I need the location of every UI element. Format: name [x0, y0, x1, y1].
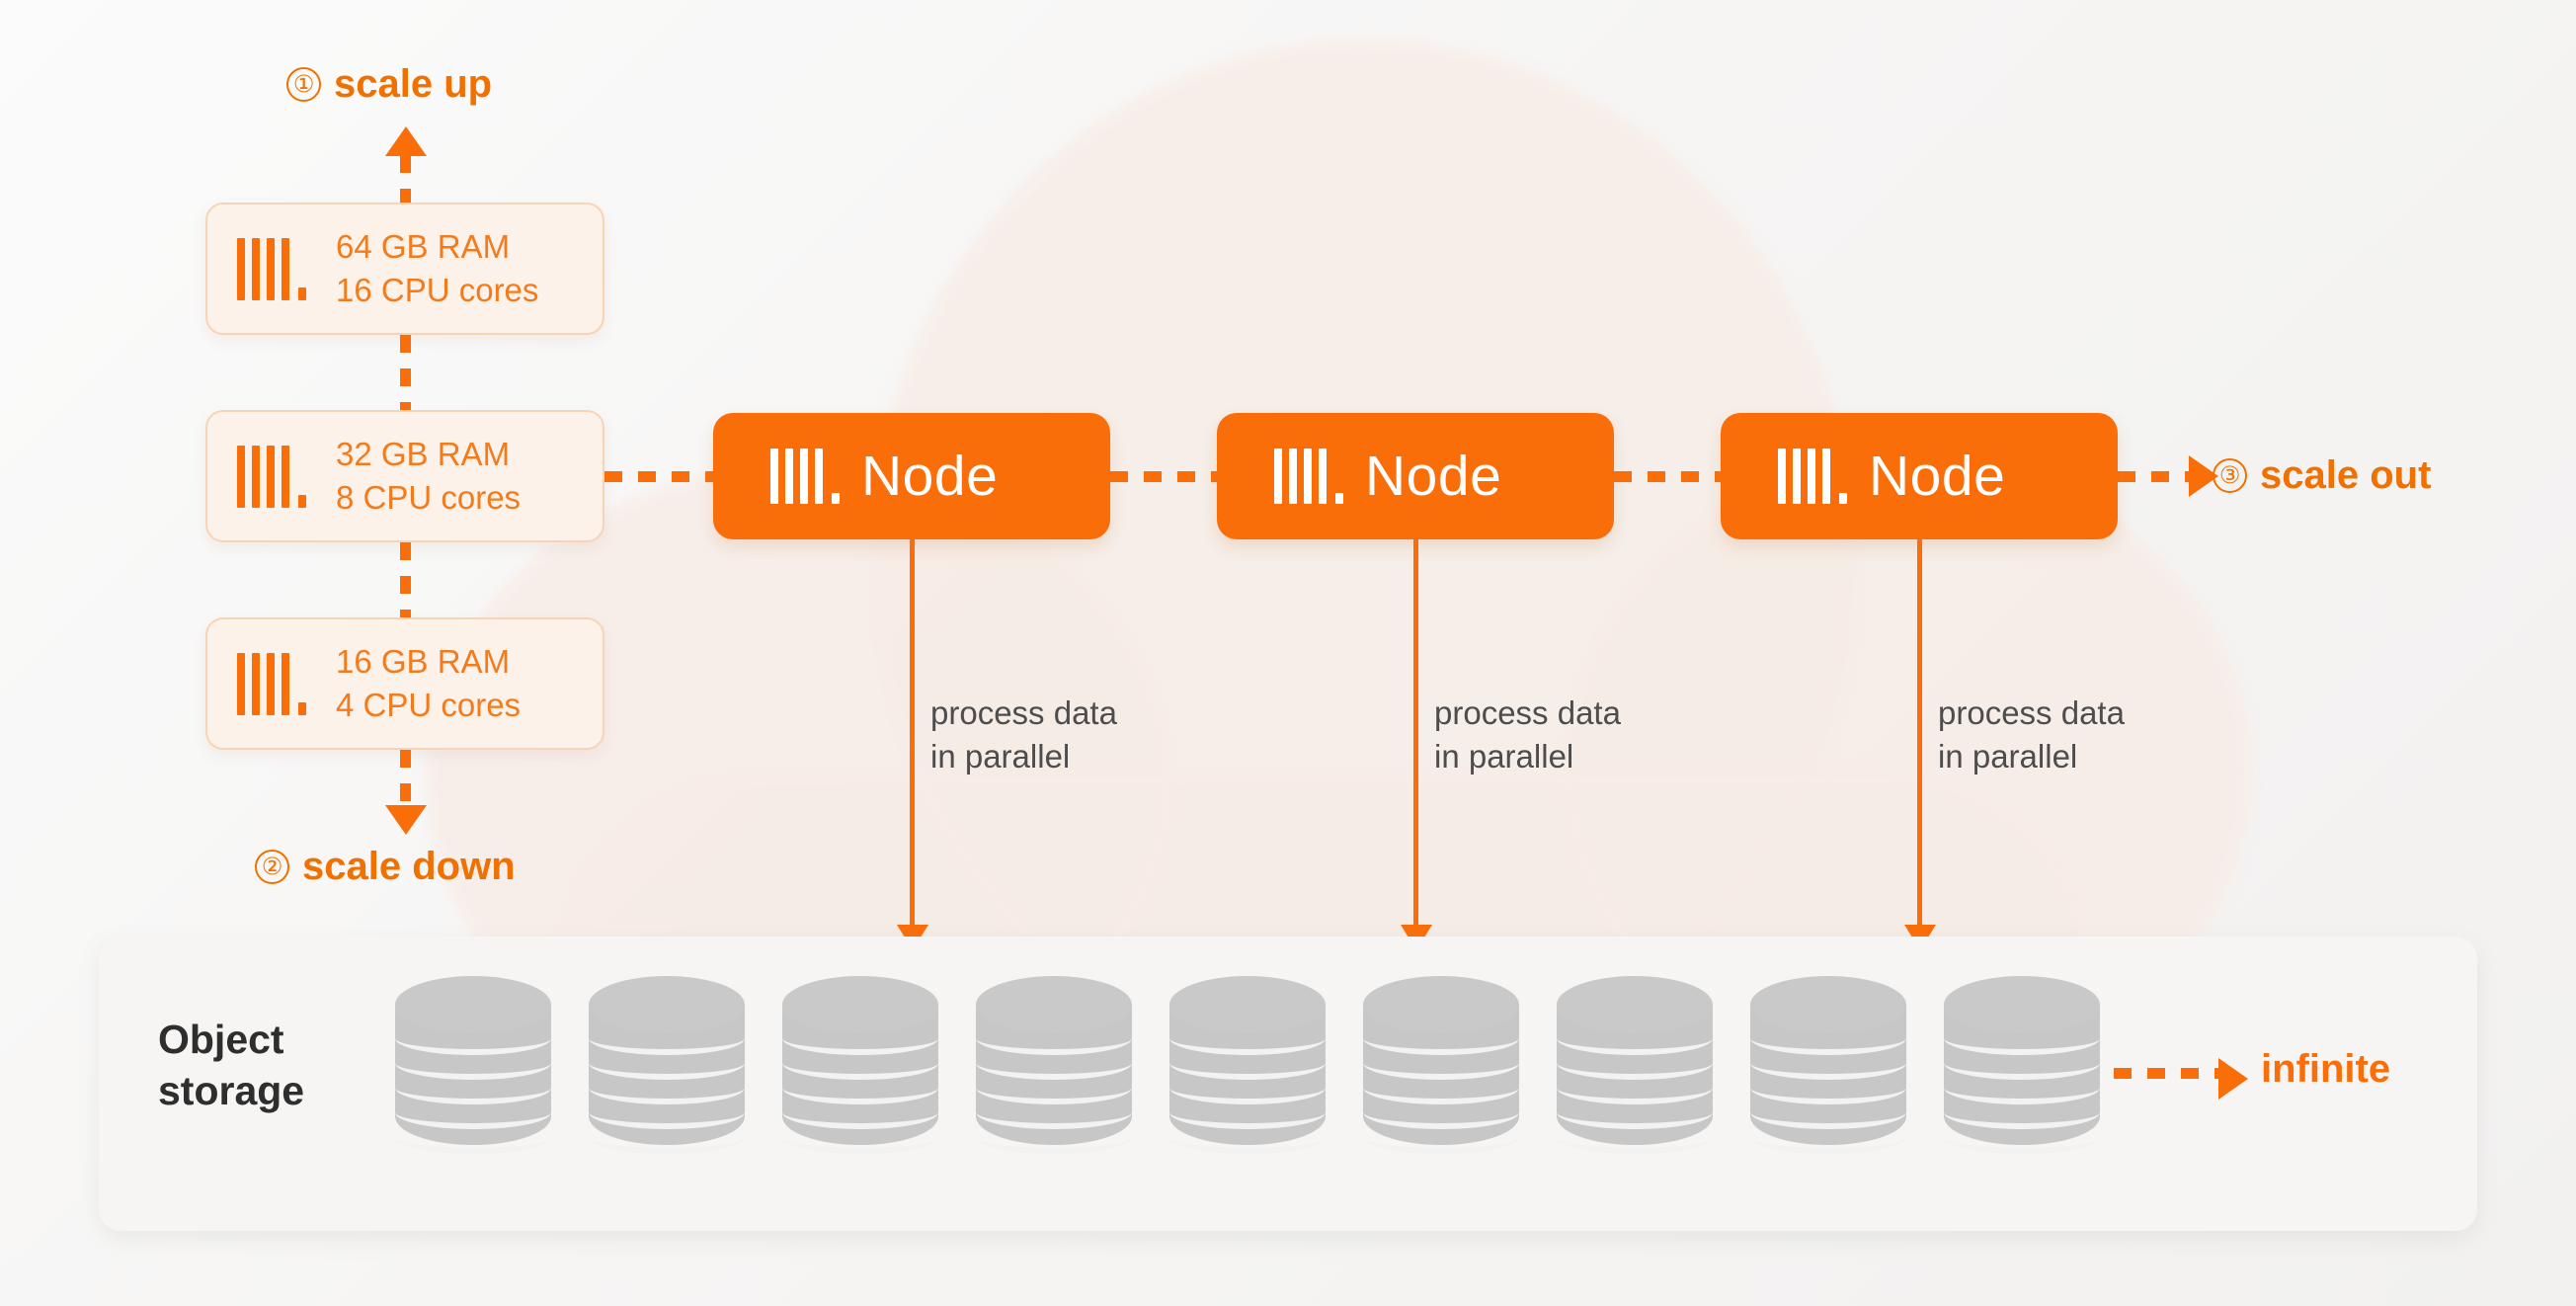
object-storage-title-line2: storage: [158, 1068, 305, 1114]
spec-box-16gb[interactable]: 16 GB RAM 4 CPU cores: [205, 617, 604, 750]
node-3-to-storage-line: [1917, 539, 1922, 929]
infinite-label: infinite: [2261, 1047, 2391, 1091]
scale-up-text: scale up: [334, 62, 493, 106]
scale-down-label: ② scale down: [255, 845, 516, 889]
node-box-2[interactable]: Node: [1217, 413, 1614, 539]
node-1-to-storage-line: [910, 539, 915, 929]
node-bars-icon: [237, 652, 306, 715]
step-number-one-icon: ①: [286, 67, 321, 102]
node-3-caption-line2: in parallel: [1938, 737, 2078, 775]
scale-up-dashed-connector: [400, 155, 411, 204]
infinite-arrowhead-icon: [2218, 1058, 2248, 1100]
spec-cpu-value: 4 CPU cores: [336, 687, 522, 723]
node-1-caption: process data in parallel: [930, 692, 1117, 778]
node-box-1-label: Node: [861, 444, 999, 508]
node-2-caption: process data in parallel: [1434, 692, 1621, 778]
scale-down-dashed-connector: [400, 750, 411, 805]
object-storage-title: Object storage: [158, 1014, 304, 1117]
node-to-scale-out-connector: [2118, 471, 2189, 482]
spec-box-64gb[interactable]: 64 GB RAM 16 CPU cores: [205, 203, 604, 335]
step-number-two-icon: ②: [255, 850, 289, 884]
node-bars-icon: [237, 237, 306, 300]
node-bars-icon: [1778, 449, 1847, 504]
spec-connector-upper: [400, 335, 411, 410]
spec-to-node-connector: [604, 471, 715, 482]
scale-down-text: scale down: [302, 845, 516, 888]
node-bars-icon: [770, 449, 840, 504]
spec-box-32gb[interactable]: 32 GB RAM 8 CPU cores: [205, 410, 604, 542]
node-1-caption-line1: process data: [930, 694, 1117, 731]
node-box-2-label: Node: [1365, 444, 1502, 508]
node-box-3-label: Node: [1869, 444, 2006, 508]
scale-out-label: ③ scale out: [2213, 453, 2431, 498]
node-2-to-storage-line: [1413, 539, 1418, 929]
spec-cpu-value: 8 CPU cores: [336, 479, 522, 516]
spec-box-64gb-text: 64 GB RAM 16 CPU cores: [336, 225, 538, 311]
object-storage-panel: [99, 937, 2477, 1231]
spec-cpu-value: 16 CPU cores: [336, 272, 539, 308]
spec-box-16gb-text: 16 GB RAM 4 CPU cores: [336, 640, 521, 726]
infinite-dashed-connector: [2114, 1068, 2220, 1079]
spec-ram-value: 16 GB RAM: [336, 643, 511, 681]
node-2-caption-line1: process data: [1434, 694, 1621, 731]
spec-ram-value: 32 GB RAM: [336, 436, 511, 473]
spec-ram-value: 64 GB RAM: [336, 228, 511, 266]
step-number-three-icon: ③: [2213, 458, 2247, 493]
scale-out-text: scale out: [2260, 453, 2432, 497]
node-box-1[interactable]: Node: [713, 413, 1110, 539]
scale-up-label: ① scale up: [286, 62, 492, 107]
node-3-caption: process data in parallel: [1938, 692, 2125, 778]
node-3-caption-line1: process data: [1938, 694, 2125, 731]
background-cloud-shape: [869, 40, 1857, 1087]
spec-box-32gb-text: 32 GB RAM 8 CPU cores: [336, 433, 521, 519]
node-to-node-connector-1: [1110, 471, 1219, 482]
node-box-3[interactable]: Node: [1721, 413, 2118, 539]
node-bars-icon: [1274, 449, 1343, 504]
node-2-caption-line2: in parallel: [1434, 737, 1574, 775]
node-1-caption-line2: in parallel: [930, 737, 1071, 775]
spec-connector-lower: [400, 542, 411, 617]
scale-up-arrowhead-icon: [385, 126, 427, 156]
node-bars-icon: [237, 445, 306, 508]
node-to-node-connector-2: [1614, 471, 1723, 482]
object-storage-title-line1: Object: [158, 1017, 284, 1062]
scale-down-arrowhead-icon: [385, 805, 427, 835]
